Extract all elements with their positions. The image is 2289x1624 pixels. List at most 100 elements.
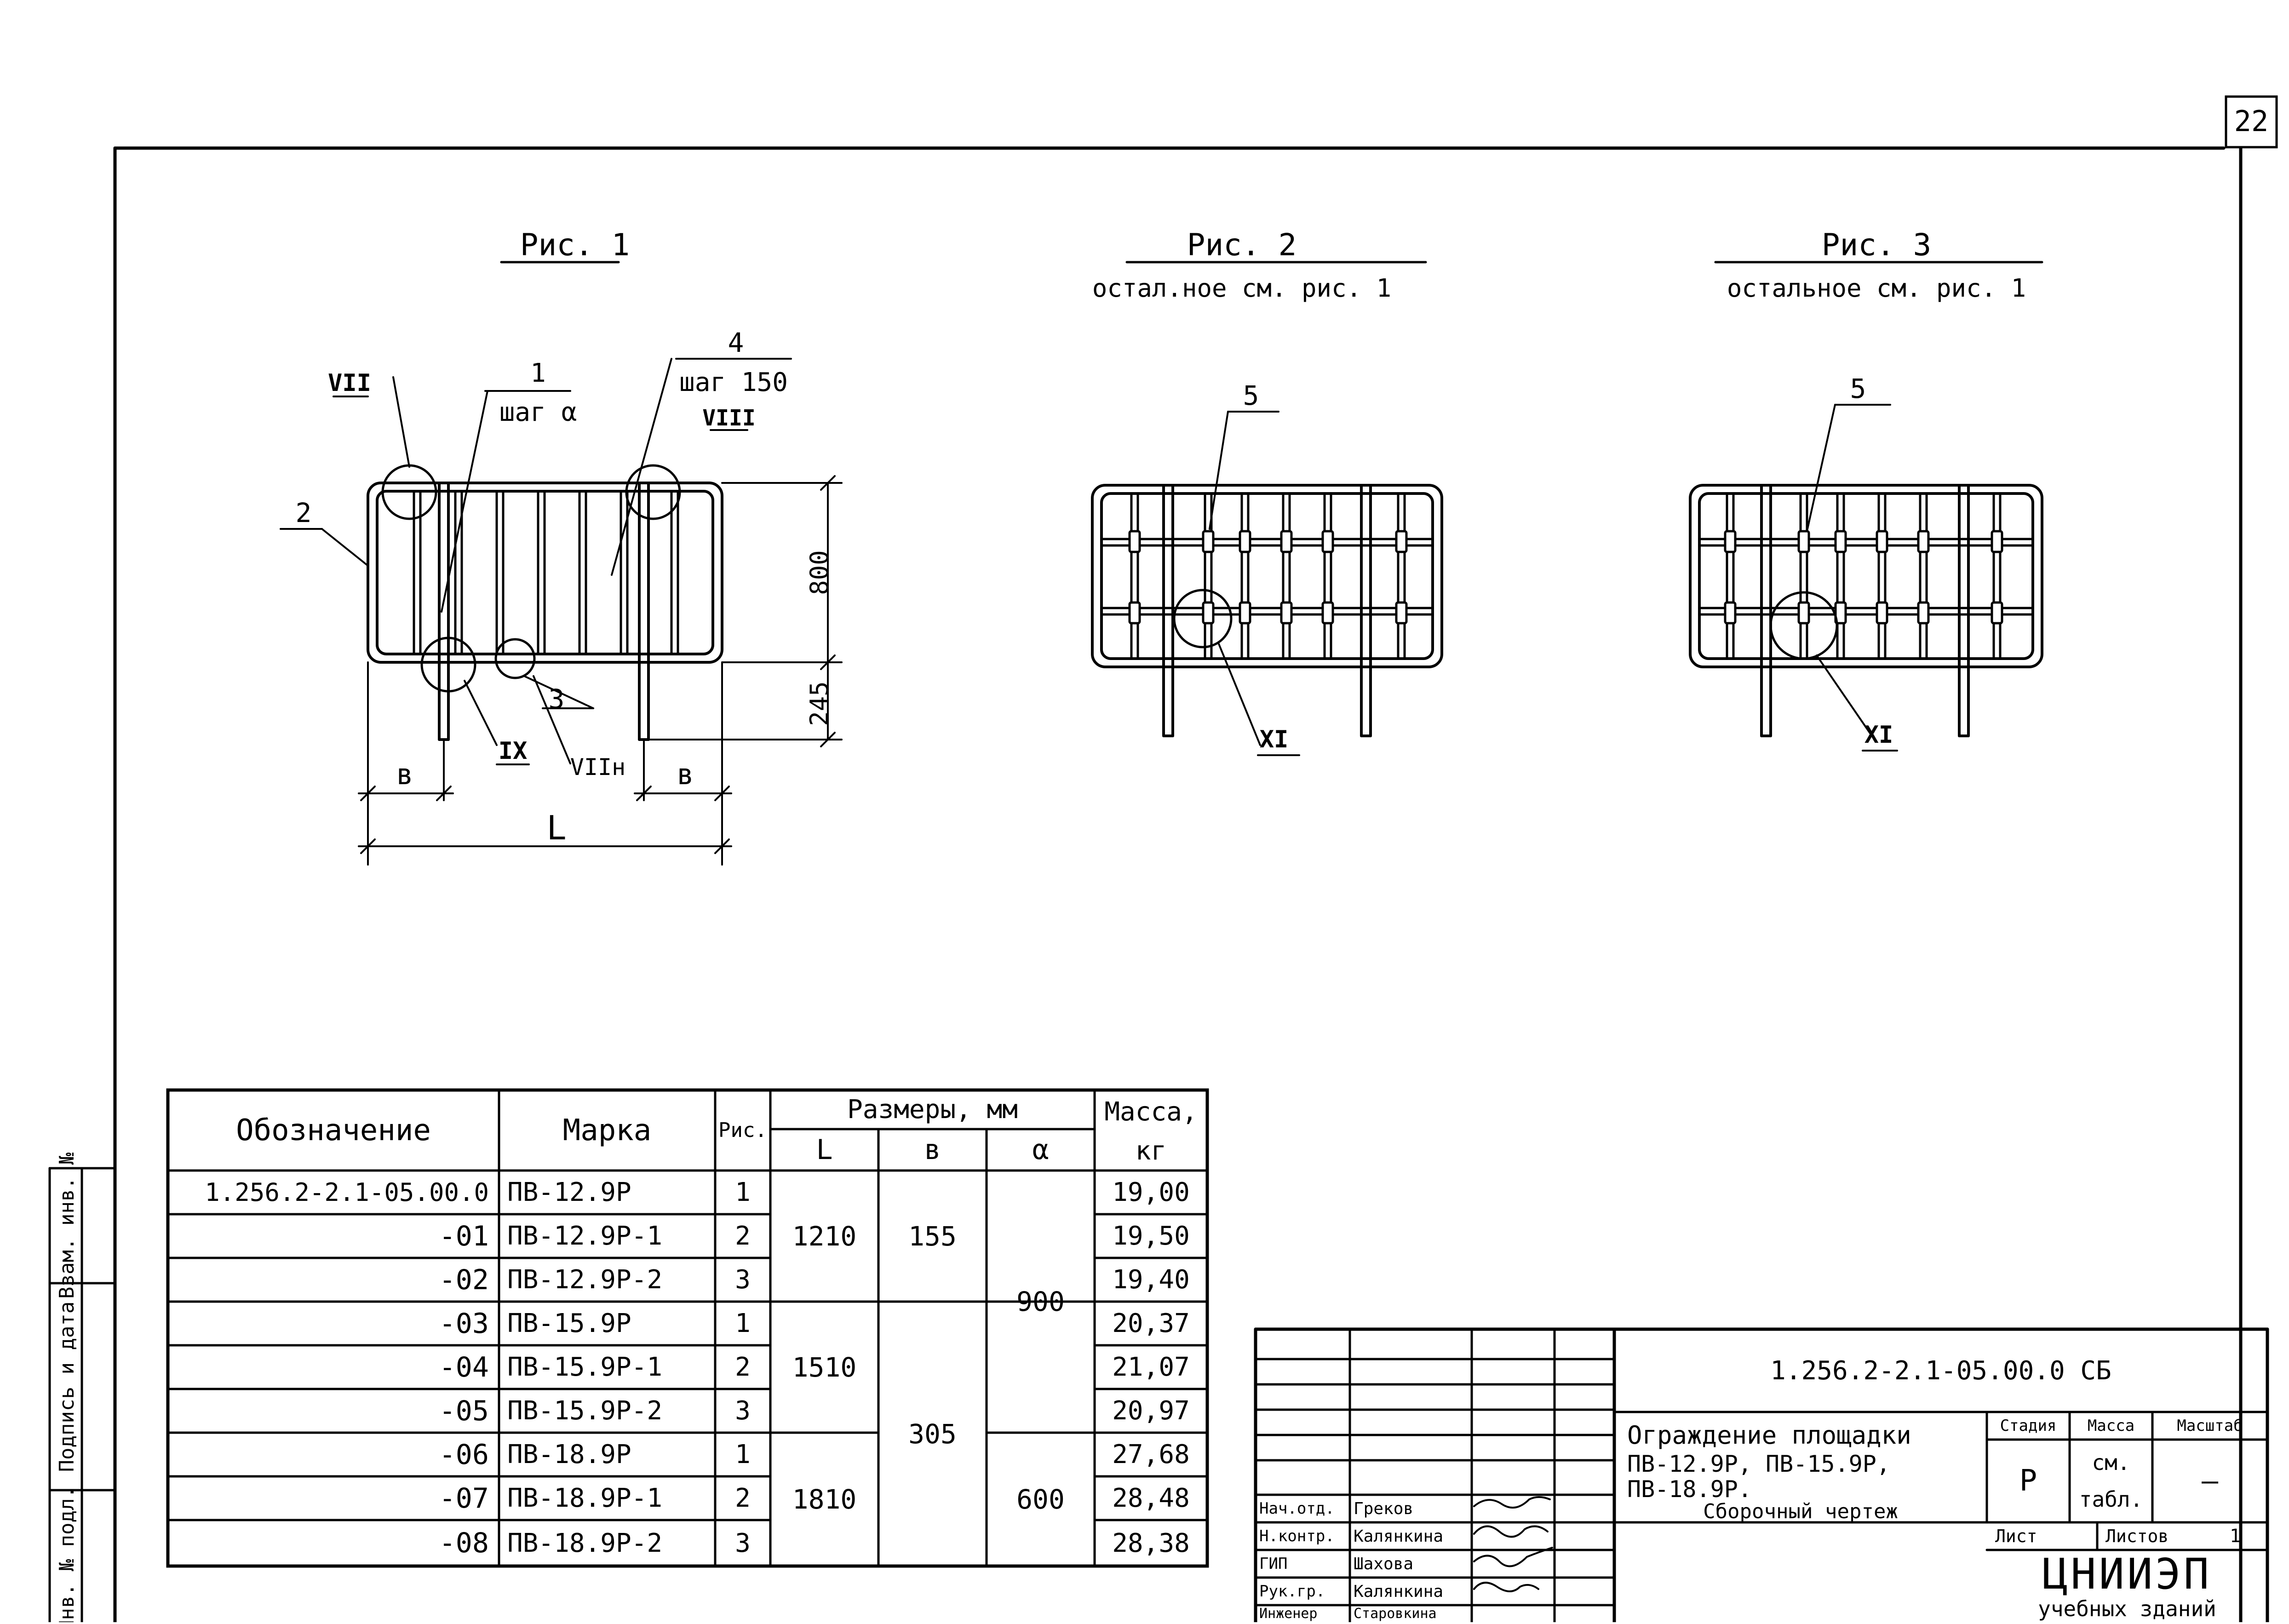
organization-subtitle: учебных зданий xyxy=(2038,1596,2216,1621)
document-title-line4: Сборочный чертеж xyxy=(1703,1499,1898,1523)
person-name: Греков xyxy=(1354,1499,1414,1518)
header-a: α xyxy=(1032,1134,1049,1166)
row-mass: 20,37 xyxy=(1112,1308,1190,1338)
row-designation: -06 xyxy=(439,1438,489,1471)
fig3-title: Рис. 3 xyxy=(1822,227,1931,263)
header-mass-unit: кг xyxy=(1135,1136,1167,1166)
header-L: L xyxy=(816,1134,833,1166)
mass-value-1: см. xyxy=(2092,1450,2130,1475)
header-sizes: Размеры, мм xyxy=(847,1095,1018,1125)
row-mark: ПВ-15.9Р-2 xyxy=(507,1396,663,1426)
row-fig: 1 xyxy=(735,1308,751,1338)
row-designation: -05 xyxy=(439,1394,489,1427)
document-code: 1.256.2-2.1-05.00.0 СБ xyxy=(1770,1355,2111,1386)
row-mark: ПВ-12.9Р-1 xyxy=(507,1221,663,1251)
row-mark: ПВ-15.9Р xyxy=(507,1308,631,1338)
fig1-dim-b-left: в xyxy=(396,757,413,791)
stage-label: Стадия xyxy=(2000,1417,2057,1435)
row-designation: -04 xyxy=(439,1351,489,1383)
row-mark: ПВ-12.9Р-2 xyxy=(507,1265,663,1295)
merged-L-group-1: 1210 xyxy=(792,1220,857,1252)
fig1-callout-viih: VIIн xyxy=(570,754,625,780)
fig3-callout-5: 5 xyxy=(1850,373,1866,404)
merged-a-group-2: 600 xyxy=(1016,1484,1065,1515)
row-mass: 21,07 xyxy=(1112,1352,1190,1382)
row-fig: 1 xyxy=(735,1440,751,1469)
row-fig: 3 xyxy=(735,1528,751,1558)
row-mark: ПВ-15.9Р-1 xyxy=(507,1352,663,1382)
merged-L-group-2: 1510 xyxy=(792,1351,857,1383)
header-fig: Рис. xyxy=(718,1119,767,1142)
fig3-subtitle: остальное см. рис. 1 xyxy=(1727,274,2026,303)
fig1-label-underlines xyxy=(333,396,748,765)
scale-label: Масштаб xyxy=(2177,1417,2243,1435)
fig1-dim-L: L xyxy=(546,809,566,847)
mass-value-2: табл. xyxy=(2079,1487,2143,1512)
row-mass: 20,97 xyxy=(1112,1396,1190,1426)
document-title-line2: ПВ-12.9Р, ПВ-15.9Р, xyxy=(1627,1450,1890,1477)
fig2-callout-xi: XI xyxy=(1260,726,1289,753)
fig1-dim-b-right: в xyxy=(677,757,694,791)
header-mark: Марка xyxy=(562,1113,652,1148)
organization-name: ЦНИИЭП xyxy=(2042,1549,2212,1599)
header-designation: Обозначение xyxy=(236,1113,431,1148)
person-name: Калянкина xyxy=(1354,1582,1444,1601)
fig1-callout-1-sub: шаг α xyxy=(499,397,577,427)
role-label: Инженер xyxy=(1259,1606,1318,1622)
row-fig: 2 xyxy=(735,1221,751,1251)
merged-b-group-2: 305 xyxy=(908,1418,957,1450)
fig2-subtitle: остал.ное см. рис. 1 xyxy=(1092,274,1391,303)
row-fig: 3 xyxy=(735,1396,751,1426)
fig1-dim-245: 245 xyxy=(805,681,834,726)
spec-table-grid xyxy=(166,1088,1209,1568)
sheet-number: 22 xyxy=(2234,104,2269,138)
person-name: Старовкина xyxy=(1354,1606,1437,1622)
role-label: ГИП xyxy=(1259,1555,1288,1573)
row-fig: 1 xyxy=(735,1177,751,1207)
scale-value: — xyxy=(2201,1465,2219,1497)
document-title-line3: ПВ-18.9Р. xyxy=(1627,1475,1752,1503)
row-designation: -08 xyxy=(439,1527,489,1559)
row-designation: -03 xyxy=(439,1307,489,1340)
row-mark: ПВ-18.9Р-2 xyxy=(507,1528,663,1558)
row-designation: -02 xyxy=(439,1263,489,1296)
title-block-grid xyxy=(1254,1327,2269,1624)
row-fig: 3 xyxy=(735,1265,751,1295)
sheets-value: 1 xyxy=(2229,1526,2241,1547)
fig2-title: Рис. 2 xyxy=(1187,227,1297,263)
side-stamp-inv-no: Инв. № подл. xyxy=(55,1486,79,1622)
row-designation: 1.256.2-2.1-05.00.0 xyxy=(205,1178,489,1207)
fig1-callout-4: 4 xyxy=(728,327,744,358)
role-label: Н.контр. xyxy=(1259,1527,1335,1545)
header-mass: Масса, xyxy=(1104,1097,1198,1127)
fig3-callout-xi: XI xyxy=(1864,721,1893,749)
fig1-callout-ix: IX xyxy=(499,737,528,765)
row-mass: 19,00 xyxy=(1112,1177,1190,1207)
row-mark: ПВ-12.9Р xyxy=(507,1177,631,1207)
row-designation: -01 xyxy=(439,1220,489,1252)
fig1-dim-800: 800 xyxy=(805,550,834,595)
stage-value: Р xyxy=(2019,1464,2037,1498)
fig1-callout-2: 2 xyxy=(296,497,312,528)
fig1-callout-1: 1 xyxy=(530,358,546,388)
sheets-label: Листов xyxy=(2105,1526,2169,1546)
person-name: Калянкина xyxy=(1354,1526,1444,1546)
row-mass: 28,38 xyxy=(1112,1528,1190,1558)
row-fig: 2 xyxy=(735,1483,751,1513)
fig2-drawing xyxy=(1091,411,1443,746)
row-mass: 27,68 xyxy=(1112,1440,1190,1469)
merged-L-group-3: 1810 xyxy=(792,1484,857,1515)
merged-a-group-1: 900 xyxy=(1016,1286,1065,1317)
role-label: Нач.отд. xyxy=(1259,1499,1335,1518)
fig2-callout-5: 5 xyxy=(1243,380,1259,411)
fig1-callout-3: 3 xyxy=(549,683,565,715)
fig3-drawing xyxy=(1689,404,2043,737)
merged-b-group-1: 155 xyxy=(908,1220,957,1252)
row-designation: -07 xyxy=(439,1482,489,1515)
role-label: Рук.гр. xyxy=(1259,1582,1325,1601)
sheet-number-box xyxy=(2225,95,2278,149)
fig1-callout-4-sub: шаг 150 xyxy=(679,367,788,397)
sheet-label: Лист xyxy=(1995,1526,2037,1546)
header-b: в xyxy=(924,1134,941,1166)
row-mass: 19,50 xyxy=(1112,1221,1190,1251)
